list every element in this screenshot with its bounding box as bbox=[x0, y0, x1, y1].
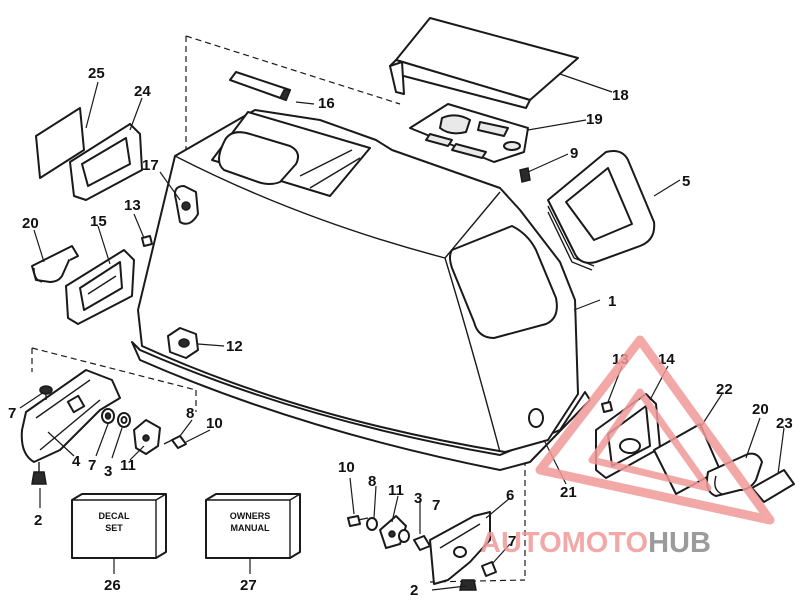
side-window-frame bbox=[547, 150, 656, 271]
callout-7-right: 7 bbox=[432, 497, 440, 514]
upper-left-plate bbox=[35, 107, 85, 179]
handle-left bbox=[31, 245, 79, 283]
rear-bracket bbox=[429, 511, 491, 585]
callout-20-left: 20 bbox=[22, 215, 39, 232]
callout-9: 9 bbox=[570, 145, 578, 162]
callout-8-left: 8 bbox=[186, 405, 194, 422]
callout-24: 24 bbox=[134, 83, 151, 100]
top-gasket bbox=[409, 103, 529, 163]
callout-17: 17 bbox=[142, 157, 159, 174]
motor-cover bbox=[131, 109, 591, 471]
callout-18: 18 bbox=[612, 87, 629, 104]
callout-21: 21 bbox=[560, 484, 577, 501]
callout-1: 1 bbox=[608, 293, 616, 310]
callout-labels: 1 2 2 3 3 4 5 6 7 7 7 7 8 8 9 10 10 11 1… bbox=[8, 65, 793, 599]
callout-20-right: 20 bbox=[752, 401, 769, 418]
watermark-triangle-outer bbox=[535, 335, 775, 525]
front-bracket bbox=[20, 369, 121, 463]
callout-12: 12 bbox=[226, 338, 243, 355]
pin-left bbox=[141, 235, 153, 247]
latch-plate-right bbox=[595, 393, 661, 479]
callout-3-right: 3 bbox=[414, 490, 422, 507]
manual-label-line2: MANUAL bbox=[231, 523, 270, 533]
callout-16: 16 bbox=[318, 95, 335, 112]
callout-25: 25 bbox=[88, 65, 105, 82]
callout-3-left: 3 bbox=[104, 463, 112, 480]
callout-4: 4 bbox=[72, 453, 81, 470]
callout-7-lower: 7 bbox=[508, 533, 516, 550]
callout-23: 23 bbox=[776, 415, 793, 432]
callout-26: 26 bbox=[104, 577, 121, 594]
watermark-text-hub: HUB bbox=[648, 527, 711, 559]
latch-knob bbox=[174, 185, 199, 225]
watermark-text-auto: AUTOMOTO bbox=[480, 527, 648, 559]
left-hardware bbox=[31, 408, 187, 485]
watermark: AUTOMOTOHUB bbox=[480, 335, 775, 559]
seal-right bbox=[751, 469, 795, 503]
decal-label-line2: SET bbox=[105, 523, 123, 533]
owners-manual-box: OWNERS MANUAL bbox=[205, 493, 301, 559]
callout-10-right: 10 bbox=[338, 459, 355, 476]
grommet-part bbox=[167, 327, 199, 359]
callout-7-left: 7 bbox=[8, 405, 16, 422]
manual-label-line1: OWNERS bbox=[230, 511, 271, 521]
decal-set-box: DECAL SET bbox=[71, 493, 167, 559]
callout-6: 6 bbox=[506, 487, 514, 504]
leader-lines bbox=[19, 73, 785, 591]
callout-10-left: 10 bbox=[206, 415, 223, 432]
callout-15: 15 bbox=[90, 213, 107, 230]
callout-11-left: 11 bbox=[120, 457, 136, 474]
right-hardware bbox=[347, 515, 497, 591]
seal-strip bbox=[229, 71, 292, 101]
watermark-triangle-inner bbox=[588, 388, 712, 492]
callout-11-right: 11 bbox=[388, 482, 404, 499]
callout-2-right: 2 bbox=[410, 582, 418, 599]
callout-27: 27 bbox=[240, 577, 257, 594]
upper-left-bracket bbox=[69, 123, 143, 201]
callout-7-mid: 7 bbox=[88, 457, 96, 474]
callout-8-right: 8 bbox=[368, 473, 376, 490]
callout-19: 19 bbox=[586, 111, 603, 128]
callout-22: 22 bbox=[716, 381, 733, 398]
callout-5: 5 bbox=[682, 173, 690, 190]
watermark-logo: AUTOMOTOHUB bbox=[480, 527, 711, 559]
callout-2-left: 2 bbox=[34, 512, 42, 529]
pin-right bbox=[601, 401, 613, 413]
callout-13-left: 13 bbox=[124, 197, 141, 214]
latch-plate-left bbox=[65, 249, 135, 325]
decal-label-line1: DECAL bbox=[99, 511, 131, 521]
top-lid bbox=[389, 17, 579, 109]
screw-9 bbox=[519, 167, 531, 183]
